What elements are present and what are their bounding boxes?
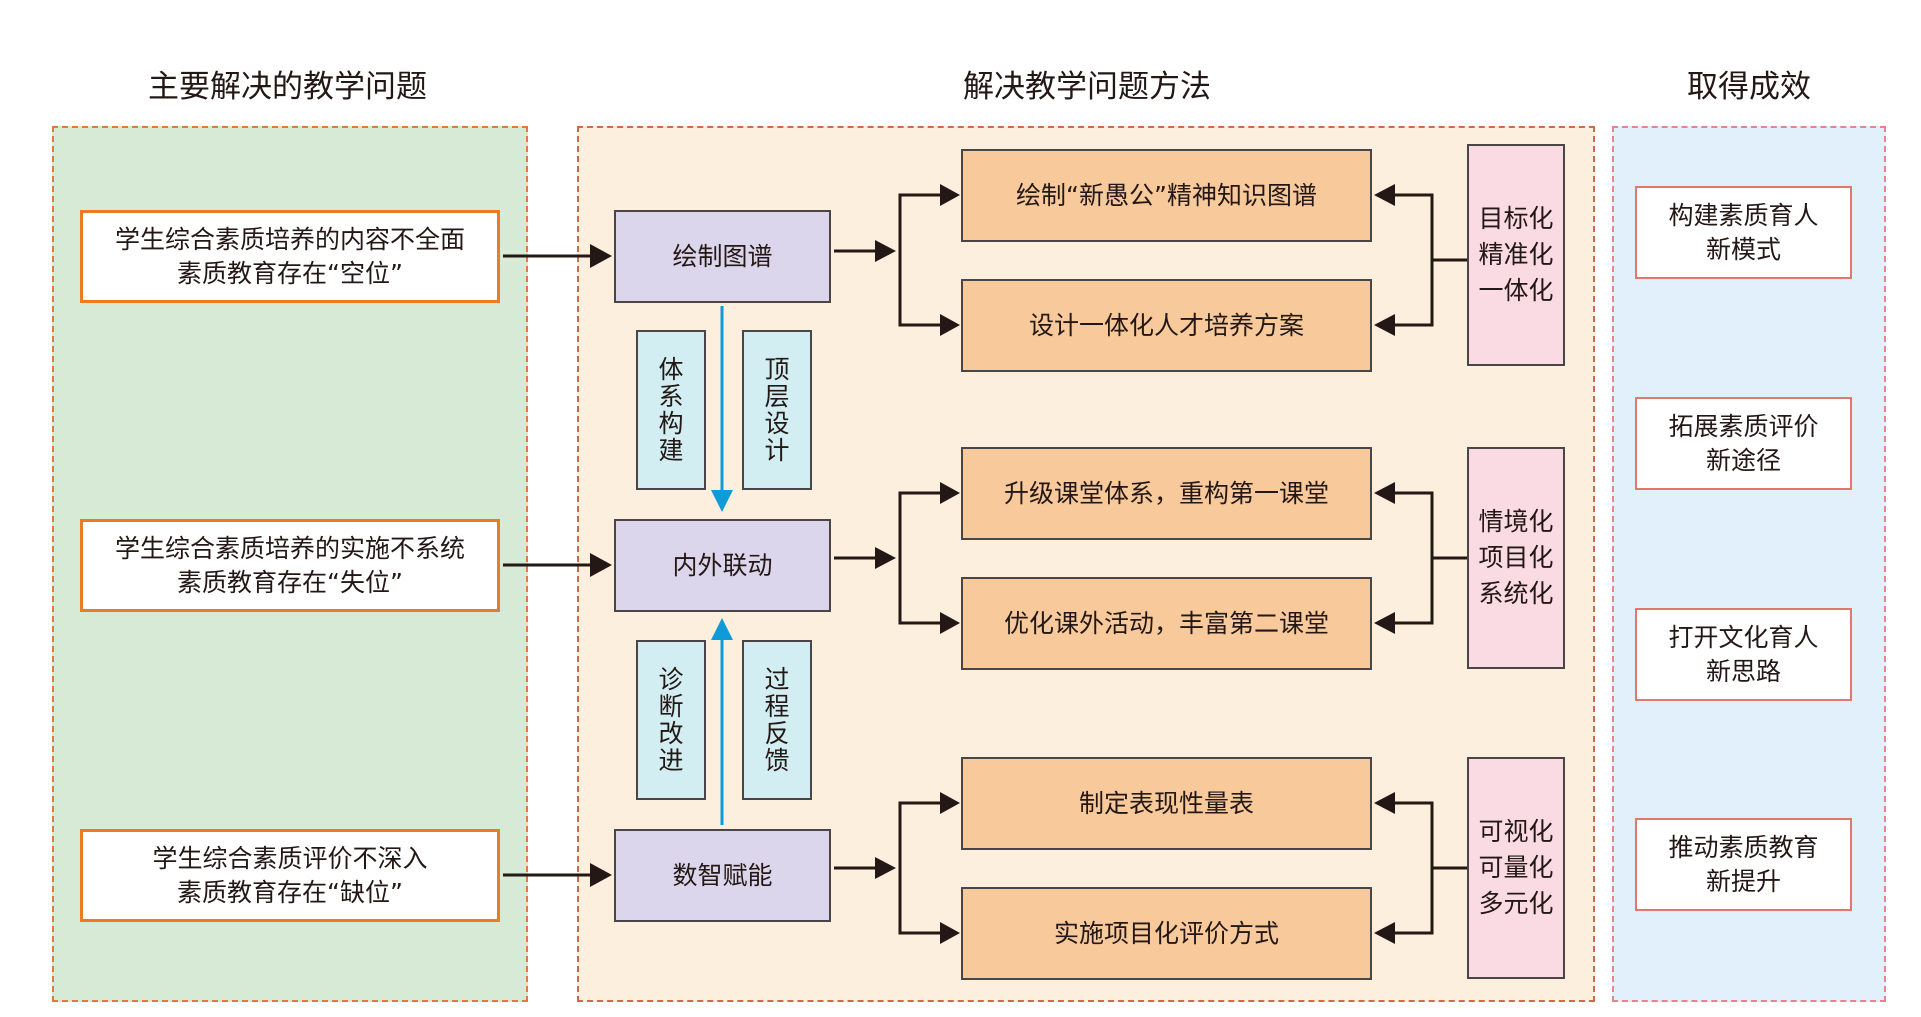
- arrow-head: [590, 553, 612, 577]
- connector-label-diagnosis: 诊 断 改 进: [636, 640, 706, 800]
- trait-branch-1: [1385, 193, 1434, 327]
- result-line: 新提升: [1705, 866, 1781, 896]
- result-box-improvement: 推动素质教育 新提升: [1635, 818, 1852, 911]
- arrow-head: [940, 482, 960, 504]
- arrow-head: [590, 244, 612, 268]
- action-box-performance-scale: 制定表现性量表: [961, 757, 1372, 850]
- connector-char: 体: [658, 355, 684, 384]
- trait-branch-3: [1385, 801, 1434, 935]
- result-line: 新途径: [1705, 445, 1781, 475]
- connector-char: 程: [764, 692, 790, 721]
- method-box-mapping: 绘制图谱: [614, 210, 831, 303]
- arrow-head: [1374, 482, 1395, 504]
- arrow-head: [1374, 792, 1395, 814]
- connector-label-design: 顶 层 设 计: [742, 330, 812, 490]
- method-to-action-arrows: [834, 184, 960, 944]
- connector-char: 系: [658, 382, 684, 411]
- action-box-second-classroom: 优化课外活动，丰富第二课堂: [961, 577, 1372, 670]
- connector-char: 诊: [658, 665, 684, 694]
- result-line: 新思路: [1705, 656, 1781, 686]
- trait-line: 系统化: [1478, 579, 1554, 608]
- problem-box-content: 学生综合素质培养的内容不全面 素质教育存在“空位”: [80, 210, 500, 303]
- arrow-head: [875, 240, 896, 262]
- connector-char: 建: [658, 436, 684, 465]
- connector-char: 过: [764, 665, 790, 694]
- arrow-head: [1374, 922, 1395, 944]
- trait-line: 精准化: [1478, 240, 1554, 269]
- arrow-head: [875, 547, 896, 569]
- connector-char: 断: [658, 692, 684, 721]
- result-box-evaluation-path: 拓展素质评价 新途径: [1635, 397, 1852, 490]
- arrow-head: [711, 618, 733, 640]
- arrow-head: [940, 314, 960, 336]
- result-line: 拓展素质评价: [1668, 411, 1819, 441]
- problem-line: 学生综合素质培养的内容不全面: [114, 224, 465, 254]
- connector-char: 构: [658, 409, 684, 438]
- connector-char: 反: [764, 719, 790, 748]
- action-box-training-plan: 设计一体化人才培养方案: [961, 279, 1372, 372]
- arrow-head: [940, 612, 960, 634]
- methods-column-title: 解决教学问题方法: [963, 69, 1211, 105]
- action-box-project-evaluation: 实施项目化评价方式: [961, 887, 1372, 980]
- trait-box-middle: 情境化 项目化 系统化: [1467, 447, 1565, 669]
- arrow-head: [875, 857, 896, 879]
- vertical-flow-arrows: [711, 306, 733, 825]
- connector-char: 层: [764, 382, 790, 411]
- trait-line: 一体化: [1478, 276, 1554, 305]
- result-box-culture: 打开文化育人 新思路: [1635, 608, 1852, 701]
- connector-char: 计: [764, 436, 790, 465]
- result-box-model: 构建素质育人 新模式: [1635, 186, 1852, 279]
- method-box-linkage: 内外联动: [614, 519, 831, 612]
- trait-line: 项目化: [1478, 543, 1554, 572]
- arrow-head: [1374, 184, 1395, 206]
- arrow-head: [1374, 314, 1395, 336]
- branch-1: [898, 193, 950, 327]
- action-box-knowledge-map: 绘制“新愚公”精神知识图谱: [961, 149, 1372, 242]
- trait-branch-2: [1385, 491, 1434, 625]
- problem-box-evaluation: 学生综合素质评价不深入 素质教育存在“缺位”: [80, 829, 500, 922]
- problem-to-method-arrows: [503, 244, 612, 887]
- action-box-first-classroom: 升级课堂体系，重构第一课堂: [961, 447, 1372, 540]
- connector-char: 改: [658, 719, 684, 748]
- connector-char: 设: [764, 409, 790, 438]
- arrow-head: [711, 490, 733, 512]
- method-box-digital: 数智赋能: [614, 829, 831, 922]
- trait-box-bottom: 可视化 可量化 多元化: [1467, 757, 1565, 979]
- connector-char: 顶: [764, 355, 790, 384]
- connector-label-system: 体 系 构 建: [636, 330, 706, 490]
- problem-box-implementation: 学生综合素质培养的实施不系统 素质教育存在“失位”: [80, 519, 500, 612]
- branch-3: [898, 801, 950, 935]
- trait-box-top: 目标化 精准化 一体化: [1467, 144, 1565, 366]
- connector-char: 进: [658, 746, 684, 775]
- connector-label-feedback: 过 程 反 馈: [742, 640, 812, 800]
- connector-char: 馈: [764, 746, 790, 775]
- trait-line: 多元化: [1478, 889, 1554, 918]
- arrow-head: [590, 863, 612, 887]
- result-line: 新模式: [1705, 234, 1781, 264]
- trait-line: 情境化: [1478, 507, 1554, 536]
- result-line: 推动素质教育: [1668, 832, 1819, 862]
- problem-line: 学生综合素质评价不深入: [152, 843, 428, 873]
- problem-line: 学生综合素质培养的实施不系统: [114, 533, 465, 563]
- trait-line: 可量化: [1478, 853, 1554, 882]
- problem-line: 素质教育存在“失位”: [177, 567, 403, 597]
- branch-2: [898, 491, 950, 625]
- result-line: 打开文化育人: [1668, 622, 1819, 652]
- arrow-head: [940, 922, 960, 944]
- arrow-head: [940, 184, 960, 206]
- problem-line: 素质教育存在“空位”: [177, 258, 403, 288]
- arrow-head: [1374, 612, 1395, 634]
- trait-line: 可视化: [1478, 817, 1554, 846]
- problems-column-title: 主要解决的教学问题: [148, 69, 427, 105]
- trait-to-action-arrows: [1374, 184, 1467, 944]
- problem-line: 素质教育存在“缺位”: [177, 877, 403, 907]
- results-column-title: 取得成效: [1687, 69, 1811, 105]
- result-line: 构建素质育人: [1668, 200, 1819, 230]
- arrow-head: [940, 792, 960, 814]
- trait-line: 目标化: [1478, 204, 1554, 233]
